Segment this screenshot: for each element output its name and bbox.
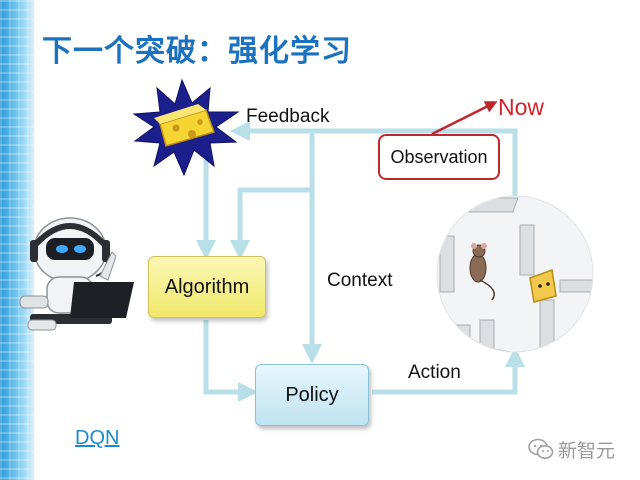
watermark: 新智元: [528, 436, 615, 462]
slide-left-band: [0, 0, 34, 480]
policy-node: Policy: [255, 364, 369, 426]
now-pointer-arrow: [431, 101, 498, 136]
slide-title: 下一个突破：强化学习: [42, 34, 352, 69]
algorithm-to-policy-arrow: [203, 320, 258, 402]
cheese-reward-icon: [132, 78, 240, 177]
now-callout: Now: [498, 94, 545, 120]
wechat-icon: [528, 438, 554, 459]
context-to-algorithm-arrow: [230, 187, 312, 260]
action-arrow: [372, 347, 525, 395]
feedback-arrow: [230, 121, 518, 196]
robot-with-laptop: [19, 217, 134, 331]
feedback-label: Feedback: [246, 106, 330, 127]
action-label: Action: [408, 362, 461, 383]
maze-border: [436, 195, 594, 353]
observation-node: Observation: [378, 134, 500, 180]
watermark-text: 新智元: [558, 439, 616, 462]
dqn-link[interactable]: DQN: [75, 427, 120, 449]
algorithm-node: Algorithm: [148, 256, 266, 318]
context-label: Context: [327, 270, 393, 291]
maze-with-mouse-and-cheese: [437, 196, 593, 352]
